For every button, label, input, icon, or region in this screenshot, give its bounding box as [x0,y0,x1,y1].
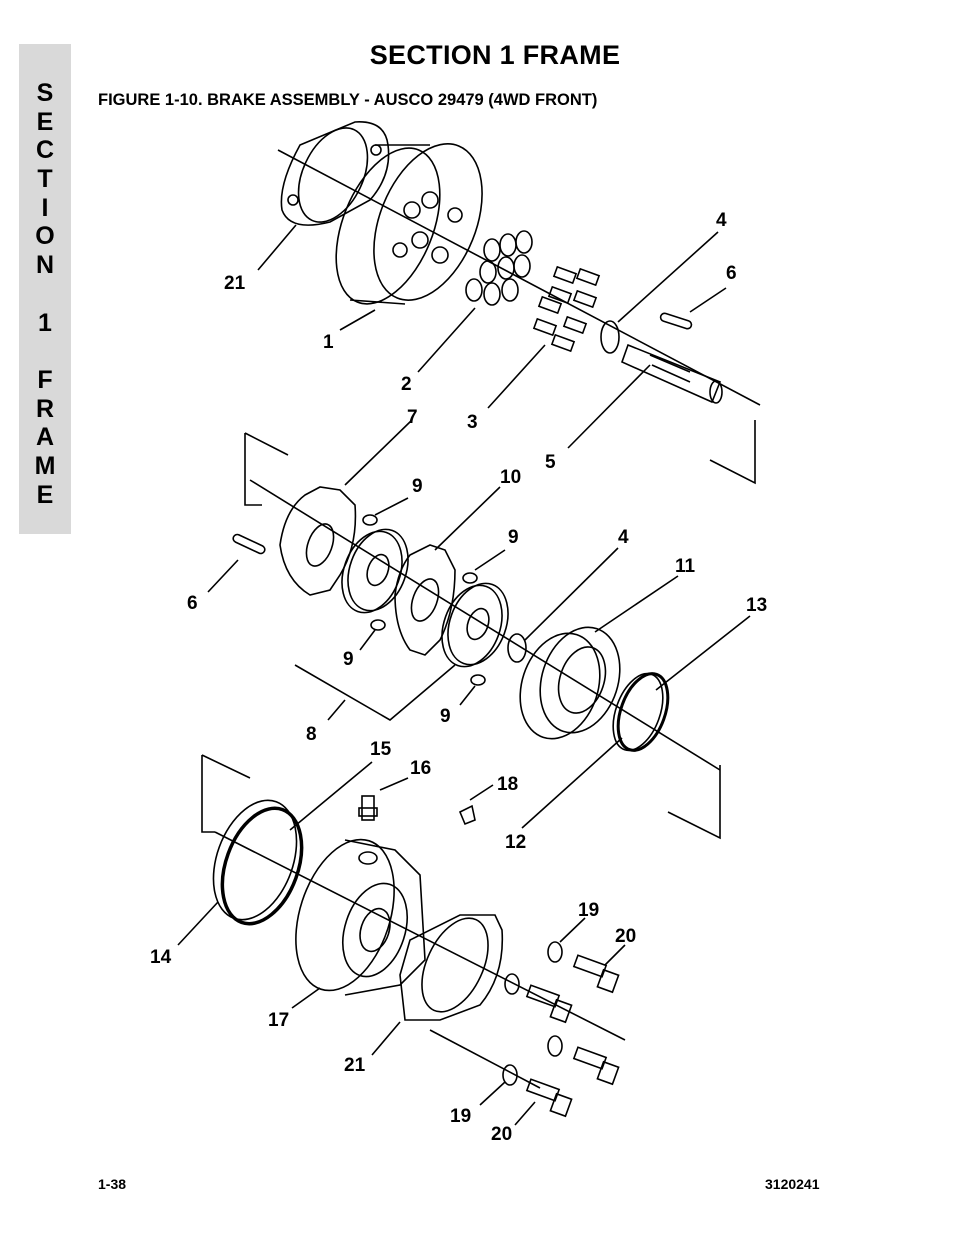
bracket-mid-left [244,432,289,506]
axis-line-top [277,149,761,406]
springs-3 [532,265,601,353]
callout-21: 21 [224,273,246,294]
axis-line-bottom [214,831,626,1041]
axis-line-mid [249,479,721,771]
callout-20: 20 [491,1124,512,1145]
bracket-top-right [709,420,756,485]
callout-8: 8 [306,724,317,745]
housing-1 [335,143,483,305]
callout-17: 17 [268,1010,289,1031]
callout-16: 16 [410,758,431,779]
seal-rings-14-15 [212,799,304,926]
bracket-8 [294,664,456,721]
side-letter: E [36,107,54,136]
section-side-tab: S E C T I O N 1 F R A M E [19,44,71,534]
gasket-21-bottom [399,914,504,1021]
callout-2: 2 [401,374,412,395]
callout-9: 9 [343,649,354,670]
page-number: 1-38 [98,1176,127,1192]
bolt-20 [572,1046,620,1086]
callout-7: 7 [407,407,418,428]
rotor-disc-8a [341,528,409,614]
housing-17 [295,838,426,996]
springs-2 [465,230,533,306]
callout-6: 6 [187,593,198,614]
callout-3: 3 [467,412,478,433]
callout-18: 18 [497,774,518,795]
plug-18 [458,804,476,826]
callout-4: 4 [618,527,629,548]
callout-13: 13 [746,595,767,616]
side-letter: 1 [38,308,52,337]
rotor-disc-8b [441,582,509,668]
side-letter: F [37,365,53,394]
side-letter: A [35,423,55,452]
bolt-20 [572,954,620,994]
stator-plate-7 [279,486,357,596]
gasket-21-top [280,121,390,226]
side-tab-letters: S E C T I O N 1 F R A M E [19,79,71,509]
side-letter: R [35,394,55,423]
fitting-16 [358,795,378,821]
side-letter: O [35,222,55,251]
washer-19 [547,941,563,963]
figure-caption: FIGURE 1-10. BRAKE ASSEMBLY - AUSCO 2947… [98,91,598,109]
callout-14: 14 [150,947,172,968]
shaft-5 [620,343,723,404]
document-number: 3120241 [765,1176,820,1192]
spacer-9 [470,674,486,686]
side-letter: I [41,193,49,222]
callout-4: 4 [716,210,727,231]
callout-9: 9 [440,706,451,727]
callout-10: 10 [500,467,521,488]
callout-11: 11 [675,556,696,577]
callout-1: 1 [323,332,334,353]
spacer-9 [362,514,378,526]
side-letter: E [36,480,54,509]
snap-ring-4-mid [507,633,527,663]
side-letter: M [34,451,56,480]
bolt-20 [525,984,573,1024]
seal-rings-13 [612,672,670,752]
bracket-mid-right [667,765,721,840]
washer-19 [504,973,520,995]
bolt-20 [525,1078,573,1118]
bracket-bottom-left [201,754,251,833]
snap-ring-4-top [600,320,620,354]
callout-21: 21 [344,1055,366,1076]
side-letter: S [36,79,54,107]
callout-9: 9 [412,476,423,497]
pin-6-mid [232,533,266,555]
callout-5: 5 [545,452,556,473]
side-letter: T [37,165,53,194]
side-letter: N [35,251,55,280]
spacer-9 [370,619,386,631]
washer-19 [547,1035,563,1057]
callout-12: 12 [505,832,526,853]
pin-6-top [659,312,693,330]
callout-15: 15 [370,739,392,760]
callout-6: 6 [726,263,737,284]
section-title: SECTION 1 FRAME [369,40,621,70]
callout-19: 19 [450,1106,471,1127]
callout-20: 20 [615,926,636,947]
stator-plate-10 [394,544,456,656]
side-letter: C [35,136,55,165]
callout-9: 9 [508,527,519,548]
spacer-9 [462,572,478,584]
callout-19: 19 [578,900,599,921]
piston-11 [519,626,621,740]
